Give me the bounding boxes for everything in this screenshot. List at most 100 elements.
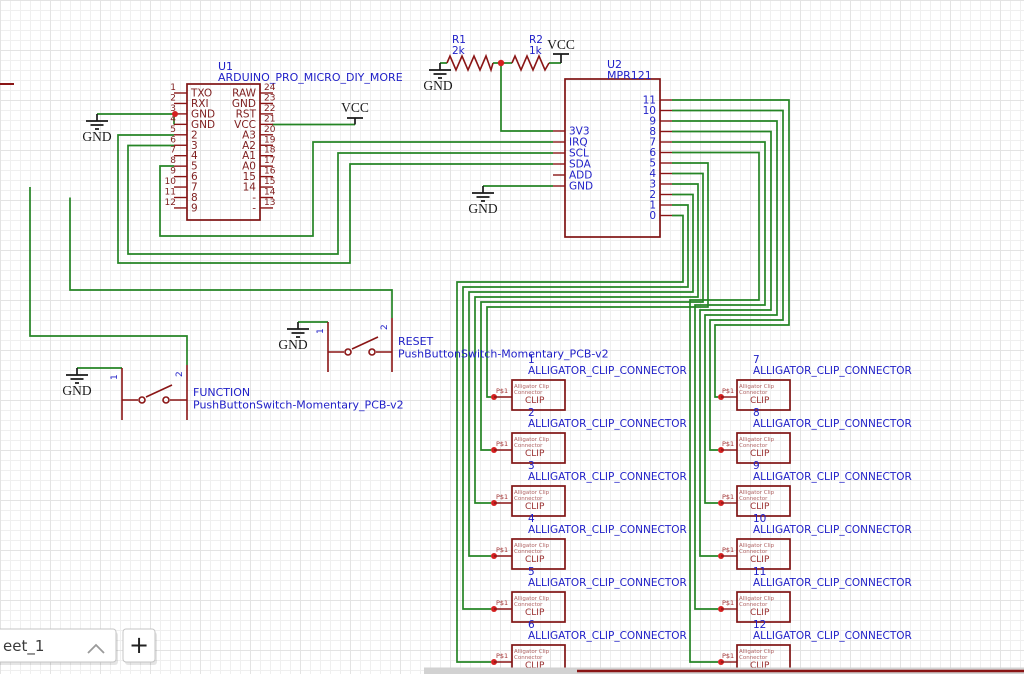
- alligator-clip-right[interactable]: P$1 Alligator Clip Connector CLIP 7 ALLI…: [718, 354, 912, 411]
- u1-left-pin[interactable]: 12 9: [165, 198, 198, 215]
- r2-value[interactable]: 1k: [529, 45, 543, 57]
- gnd-flag-reset[interactable]: GND: [278, 322, 309, 352]
- vcc-flag-u1[interactable]: VCC: [341, 100, 369, 125]
- wire-reset[interactable]: [69, 197, 393, 319]
- alligator-clip-right[interactable]: P$1 Alligator Clip Connector CLIP 10 ALL…: [718, 513, 912, 570]
- u1-right-pin[interactable]: 14 -: [252, 188, 276, 205]
- alligator-clip-left[interactable]: P$1 Alligator Clip Connector CLIP 1 ALLI…: [491, 354, 687, 411]
- gnd-flag-r1[interactable]: GND: [423, 63, 453, 93]
- svg-text:ALLIGATOR_CLIP_CONNECTOR[interactable]: ALLIGATOR_CLIP_CONNECTOR: [753, 524, 912, 536]
- wire-irq[interactable]: [159, 141, 553, 237]
- r2-zigzag[interactable]: [511, 53, 550, 73]
- svg-text:ALLIGATOR_CLIP_CONNECTOR[interactable]: ALLIGATOR_CLIP_CONNECTOR: [528, 524, 687, 536]
- u1-right-pin[interactable]: 23 GND: [232, 93, 276, 110]
- u2-right-pin[interactable]: 4: [649, 168, 672, 180]
- wire-sda[interactable]: [117, 134, 553, 264]
- u2-name[interactable]: MPR121: [607, 69, 652, 82]
- u1-left-pin[interactable]: 10 7: [165, 177, 198, 194]
- wire-electrode-8[interactable]: [672, 130, 772, 557]
- svg-text:6[interactable]: 6: [528, 619, 535, 631]
- u1-right-pin[interactable]: 22 RST: [236, 104, 276, 121]
- u1-left-pin[interactable]: 1 TXO: [170, 83, 212, 100]
- wire-3v3[interactable]: [500, 63, 553, 132]
- alligator-clip-left[interactable]: P$1 Alligator Clip Connector CLIP 4 ALLI…: [491, 513, 687, 570]
- u1-left-pin[interactable]: 4 GND: [170, 114, 215, 131]
- u1-right-pin[interactable]: 15 14: [243, 177, 276, 194]
- reset-ref[interactable]: RESET: [398, 335, 434, 348]
- u1-body[interactable]: [186, 83, 261, 221]
- alligator-clip-left[interactable]: P$1 Alligator Clip Connector CLIP 5 ALLI…: [491, 566, 687, 623]
- svg-text:1[interactable]: 1: [528, 354, 535, 366]
- u2-right-pin[interactable]: 0: [649, 210, 672, 222]
- u1-right-pin[interactable]: 18 A1: [242, 146, 276, 163]
- u1-left-pin[interactable]: 9 6: [170, 167, 198, 184]
- r2-ref[interactable]: R2: [529, 34, 543, 46]
- u1-ref[interactable]: U1: [218, 60, 233, 73]
- wire-electrode-11[interactable]: [672, 99, 790, 398]
- u2-right-pin[interactable]: 6: [649, 147, 672, 159]
- svg-text:ALLIGATOR_CLIP_CONNECTOR[interactable]: ALLIGATOR_CLIP_CONNECTOR: [528, 471, 687, 483]
- u1-right-pin[interactable]: 21 VCC: [234, 114, 275, 131]
- gnd-flag-u2[interactable]: GND: [468, 186, 498, 216]
- svg-text:ALLIGATOR_CLIP_CONNECTOR[interactable]: ALLIGATOR_CLIP_CONNECTOR: [753, 365, 912, 377]
- function-ref[interactable]: FUNCTION: [193, 386, 250, 399]
- wire-electrode-2[interactable]: [468, 193, 694, 557]
- wire-electrode-5[interactable]: [486, 162, 709, 398]
- alligator-clip-left[interactable]: P$1 Alligator Clip Connector CLIP 2 ALLI…: [491, 407, 687, 464]
- svg-text:5[interactable]: 5: [528, 566, 535, 578]
- svg-text:ALLIGATOR_CLIP_CONNECTOR[interactable]: ALLIGATOR_CLIP_CONNECTOR: [528, 365, 687, 377]
- svg-text:2[interactable]: 2: [528, 407, 535, 419]
- u2-body[interactable]: [564, 78, 661, 238]
- svg-text:3[interactable]: 3: [528, 460, 535, 472]
- wire-u1-gnd[interactable]: [97, 113, 175, 125]
- r1-zigzag[interactable]: [446, 53, 494, 73]
- wire-electrode-7[interactable]: [672, 141, 766, 610]
- wire-electrode-10[interactable]: [672, 109, 784, 451]
- u1-right-pin[interactable]: 13 -: [252, 198, 275, 215]
- alligator-clip-right[interactable]: P$1 Alligator Clip Connector CLIP 8 ALLI…: [718, 407, 912, 464]
- gnd-flag-u1[interactable]: GND: [82, 114, 112, 144]
- gnd-flag-function[interactable]: GND: [62, 368, 92, 398]
- u2-right-pin[interactable]: 3: [649, 179, 672, 191]
- u1-right-pin[interactable]: 19 A2: [242, 135, 276, 152]
- u1-left-pin[interactable]: 2 RXI: [170, 93, 208, 110]
- wire-electrode-4[interactable]: [480, 172, 704, 451]
- u2-left-pin[interactable]: ADD: [553, 170, 592, 182]
- svg-text:ALLIGATOR_CLIP_CONNECTOR[interactable]: ALLIGATOR_CLIP_CONNECTOR: [753, 418, 912, 430]
- u2-left-pin[interactable]: SDA: [553, 159, 592, 171]
- svg-text:ALLIGATOR_CLIP_CONNECTOR[interactable]: ALLIGATOR_CLIP_CONNECTOR: [753, 630, 912, 642]
- u1-left-pin[interactable]: 8 5: [170, 156, 197, 173]
- alligator-clip-right[interactable]: P$1 Alligator Clip Connector CLIP 11 ALL…: [718, 566, 912, 623]
- svg-text:ALLIGATOR_CLIP_CONNECTOR[interactable]: ALLIGATOR_CLIP_CONNECTOR: [753, 577, 912, 589]
- svg-text:11[interactable]: 11: [753, 566, 766, 578]
- r1-value[interactable]: 2k: [452, 45, 466, 57]
- u1-left-pin[interactable]: 11 8: [165, 188, 198, 205]
- component-r2[interactable]: R2 1k: [511, 34, 550, 73]
- u2-left-pin[interactable]: IRQ: [553, 137, 588, 149]
- alligator-clip-left[interactable]: P$1 Alligator Clip Connector CLIP 3 ALLI…: [491, 460, 687, 517]
- u1-left-pin[interactable]: 5 2: [170, 125, 197, 142]
- u2-right-pin[interactable]: 8: [649, 126, 672, 138]
- reset-part[interactable]: PushButtonSwitch-Momentary_PCB-v2: [398, 348, 609, 361]
- u2-right-pin[interactable]: 5: [649, 158, 672, 170]
- u2-left-pin[interactable]: GND: [553, 181, 593, 193]
- svg-text:12[interactable]: 12: [753, 619, 766, 631]
- u1-left-pin[interactable]: 7 4: [170, 146, 198, 163]
- alligator-clip-right[interactable]: P$1 Alligator Clip Connector CLIP 12 ALL…: [718, 619, 912, 674]
- u2-right-pin[interactable]: 10: [643, 105, 672, 117]
- u1-right-pin[interactable]: 20 A3: [242, 125, 276, 142]
- wire-electrode-1[interactable]: [462, 204, 689, 610]
- wire-function[interactable]: [29, 187, 188, 365]
- wire-electrode-9[interactable]: [672, 120, 778, 504]
- svg-text:ALLIGATOR_CLIP_CONNECTOR[interactable]: ALLIGATOR_CLIP_CONNECTOR: [528, 630, 687, 642]
- u2-right-pin[interactable]: 1: [649, 200, 672, 212]
- svg-text:10[interactable]: 10: [753, 513, 766, 525]
- r1-ref[interactable]: R1: [452, 34, 466, 46]
- alligator-clip-left[interactable]: P$1 Alligator Clip Connector CLIP 6 ALLI…: [491, 619, 687, 674]
- wire-electrode-3[interactable]: [474, 183, 699, 504]
- svg-text:4[interactable]: 4: [528, 513, 535, 525]
- component-function-switch[interactable]: 1 2 FUNCTION PushButtonSwitch-Momentary_…: [110, 365, 404, 420]
- vcc-flag-r2[interactable]: VCC: [547, 37, 575, 63]
- alligator-clip-right[interactable]: P$1 Alligator Clip Connector CLIP 9 ALLI…: [718, 460, 912, 517]
- component-reset-switch[interactable]: 1 2 RESET PushButtonSwitch-Momentary_PCB…: [316, 318, 609, 372]
